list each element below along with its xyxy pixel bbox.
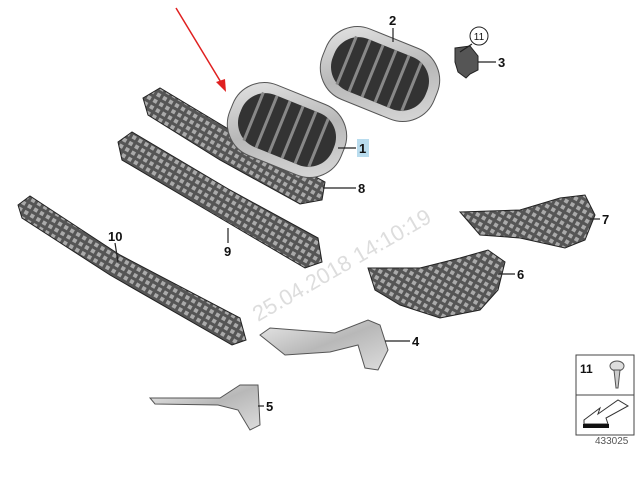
grille-carrier-8: [142, 87, 326, 205]
callout-6[interactable]: 6: [517, 267, 524, 282]
callout-5[interactable]: 5: [266, 399, 273, 414]
callout-7[interactable]: 7: [602, 212, 609, 227]
fog-light-grille-6: [367, 249, 506, 319]
direction-arrow-icon: [583, 399, 630, 428]
trim-strip-4: [259, 319, 389, 371]
fog-light-grille-7: [458, 194, 596, 249]
kidney-grille-2: [319, 26, 441, 122]
callout-1[interactable]: 1: [359, 141, 366, 156]
callout-2[interactable]: 2: [389, 13, 396, 28]
grille-strip-9: [117, 131, 323, 269]
callout-11-circle: [469, 26, 489, 46]
image-number: 433025: [595, 436, 629, 447]
leader-lines: [114, 28, 600, 407]
callout-4[interactable]: 4: [412, 334, 420, 349]
screw-icon: [609, 360, 625, 389]
legend-item-number: 11: [580, 362, 593, 376]
red-pointer-arrow: [175, 7, 226, 92]
callout-8[interactable]: 8: [358, 181, 365, 196]
kidney-grille-1: [226, 82, 348, 178]
trim-strip-5: [148, 384, 261, 431]
callout-1-highlight: [357, 139, 369, 157]
callout-10[interactable]: 10: [108, 229, 122, 244]
legend-box: 11: [575, 354, 635, 436]
callout-3[interactable]: 3: [498, 55, 505, 70]
lower-grille-strip-10: [17, 195, 247, 346]
bracket-3: [454, 45, 479, 79]
callout-11[interactable]: 11: [474, 32, 485, 43]
callout-9[interactable]: 9: [224, 244, 231, 259]
